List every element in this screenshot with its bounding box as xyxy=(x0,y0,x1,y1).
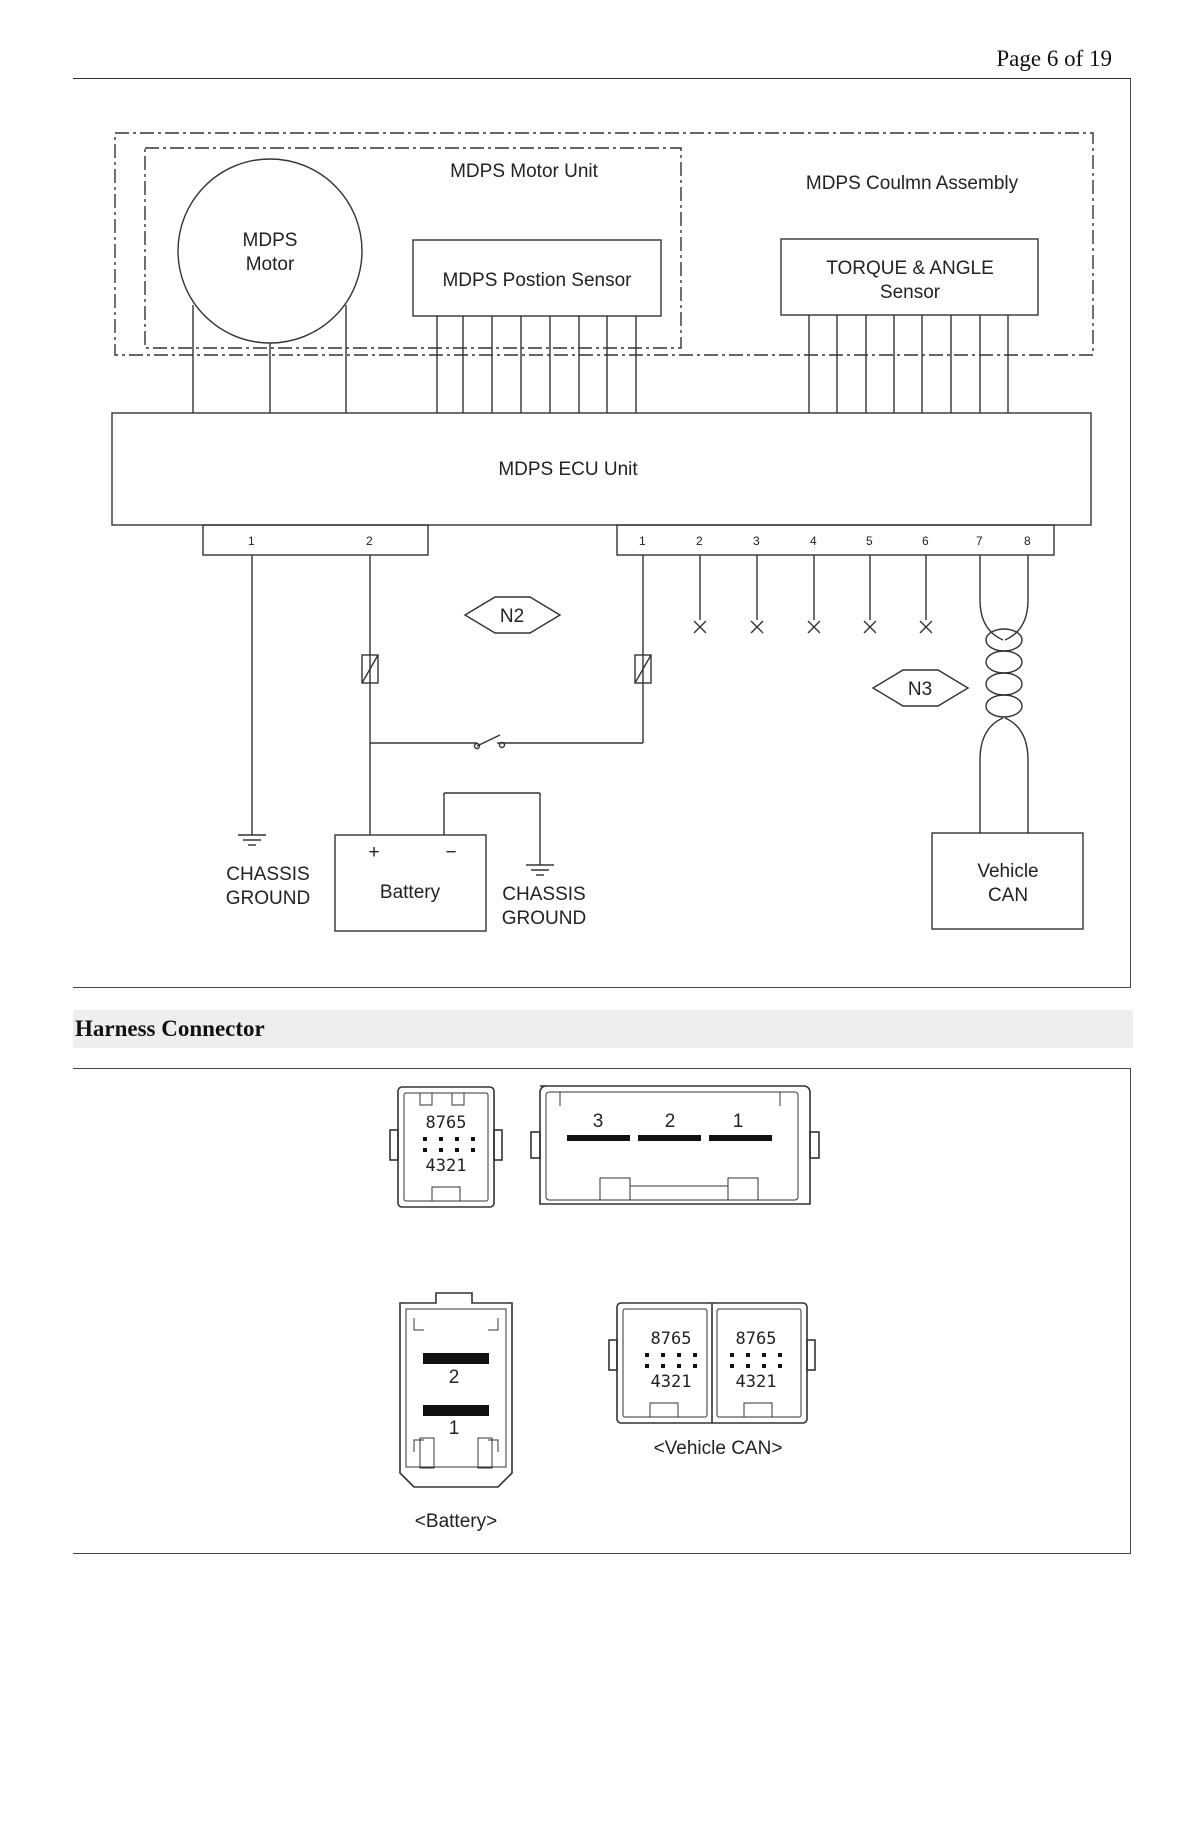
position-sensor-label: MDPS Postion Sensor xyxy=(442,270,632,291)
chassis-ground-label-line2: GROUND xyxy=(226,888,310,909)
connector-b-pin: 4 xyxy=(810,534,817,548)
chassis-ground-label-line1: CHASSIS xyxy=(502,884,585,905)
can-connector-right-pins-top: 8765 xyxy=(736,1329,777,1349)
column-assembly-label: MDPS Coulmn Assembly xyxy=(806,173,1019,194)
torque-sensor-label-line1: TORQUE & ANGLE xyxy=(826,258,994,279)
n3-label: N3 xyxy=(908,679,932,700)
connector-b-pin: 7 xyxy=(976,534,983,548)
battery-connector-pin: 2 xyxy=(449,1367,460,1388)
can-connector-left-pins-top: 8765 xyxy=(651,1329,692,1349)
chassis-ground-label-line1: CHASSIS xyxy=(226,864,309,885)
can-connector-right-pins-bottom: 4321 xyxy=(736,1372,777,1392)
vehicle-can-label-line2: CAN xyxy=(988,885,1028,906)
battery-plus: + xyxy=(368,842,379,863)
large-connector-pin: 2 xyxy=(665,1111,676,1132)
motor-label-line2: Motor xyxy=(246,254,295,275)
harness-connector-frame xyxy=(73,1068,1131,1554)
torque-sensor-box xyxy=(780,238,1039,316)
small-connector-pins-top: 8765 xyxy=(426,1113,467,1133)
battery-connector-pin: 1 xyxy=(449,1418,460,1439)
battery-minus: − xyxy=(445,842,456,863)
page-number: Page 6 of 19 xyxy=(996,46,1112,71)
connector-b-pin: 1 xyxy=(639,534,646,548)
can-connector-left-pins-bottom: 4321 xyxy=(651,1372,692,1392)
connector-b-pin: 8 xyxy=(1024,534,1031,548)
large-connector-pin: 3 xyxy=(593,1111,604,1132)
connector-a-pin: 1 xyxy=(248,534,255,548)
harness-connector-section: Harness Connector xyxy=(73,1010,1133,1048)
ecu-label: MDPS ECU Unit xyxy=(498,459,638,480)
battery-connector-caption: <Battery> xyxy=(415,1511,497,1532)
torque-sensor-label-line2: Sensor xyxy=(880,282,941,303)
header-rule xyxy=(73,78,1131,79)
position-sensor-box xyxy=(412,239,662,317)
connector-b-pin: 2 xyxy=(696,534,703,548)
wiring-diagram-frame xyxy=(73,79,1131,988)
battery-connector-body xyxy=(399,1292,513,1488)
large-connector-pin: 1 xyxy=(733,1111,744,1132)
connector-b-pin: 3 xyxy=(753,534,760,548)
battery-box xyxy=(334,834,487,932)
motor-label-line1: MDPS xyxy=(243,230,298,251)
connector-a-pin: 2 xyxy=(366,534,373,548)
vehicle-can-box xyxy=(931,832,1084,930)
battery-label: Battery xyxy=(380,882,441,903)
large-connector-body xyxy=(539,1085,811,1205)
can-connector-caption: <Vehicle CAN> xyxy=(654,1438,783,1459)
vehicle-can-label-line1: Vehicle xyxy=(977,861,1038,882)
section-title: Harness Connector xyxy=(75,1016,265,1041)
n2-label: N2 xyxy=(500,606,524,627)
motor-symbol xyxy=(177,158,363,344)
ecu-connector-b xyxy=(616,524,1055,556)
ecu-box xyxy=(111,412,1092,526)
chassis-ground-label-line2: GROUND xyxy=(502,908,586,929)
column-assembly-boundary xyxy=(114,132,1094,356)
motor-unit-label: MDPS Motor Unit xyxy=(450,161,599,182)
motor-unit-boundary xyxy=(144,147,682,349)
small-connector-pins-bottom: 4321 xyxy=(426,1156,467,1176)
connector-b-pin: 6 xyxy=(922,534,929,548)
ecu-connector-a xyxy=(202,524,429,556)
connector-b-pin: 5 xyxy=(866,534,873,548)
